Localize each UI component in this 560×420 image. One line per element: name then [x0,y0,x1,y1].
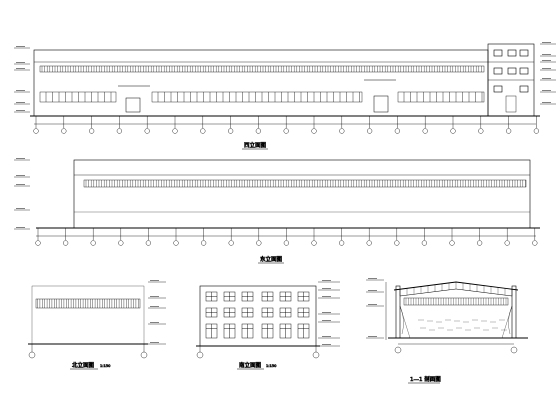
truss-web [399,282,513,296]
north-grid-bubble [28,351,36,359]
south-outline [199,285,317,347]
north-louver-slats [37,299,139,308]
grid-bubble [311,128,317,134]
south-windows [205,291,310,339]
grid-bubble [283,240,290,246]
section-level-marks [366,279,387,340]
east-column-grid [35,228,538,246]
door-canopies [118,79,396,113]
south-level-marks [318,281,340,347]
east-elevation: 东立面图 [14,159,540,264]
grid-bubble [478,128,484,134]
grid-bubble [311,240,317,246]
west-elevation: 西立面图 [14,43,556,150]
section-louver-slats [405,298,507,305]
grid-bubble [200,128,206,134]
east-shed-outline [73,159,531,229]
south-grid-bubble [312,351,320,359]
louver-band [39,65,485,73]
north-elevation: 北立面图 1:150 [28,281,166,370]
grid-bubble [504,240,510,246]
grid-bubble [255,128,262,134]
grid-bubble [339,240,345,246]
grid-bubble [422,128,428,134]
grid-bubble [61,128,67,134]
grid-bubble [144,128,150,134]
right-level-marks [540,43,556,105]
section-grid-bubble [510,346,518,354]
section-grid-bubble [394,346,402,354]
grid-bubble [283,128,289,134]
south-grid-bubble [196,351,204,359]
louver-slats [41,66,482,72]
grid-bubble [228,128,234,134]
lower-window-groups [39,91,485,103]
east-louver-slats [85,180,526,187]
grid-bubble [477,240,483,246]
grid-bubble [116,128,123,134]
office-block [487,43,535,117]
grid-bubble [532,240,538,246]
grid-bubble [449,240,455,246]
grid-bubble [421,240,428,246]
grid-bubble [201,240,207,246]
grid-bubble [339,128,345,134]
north-elevation-scale: 1:150 [100,364,111,368]
left-level-marks [14,47,30,113]
section-left-column [395,285,401,339]
section-1-1: 1—1 剖面图 [366,279,528,384]
shed-outline [33,49,489,117]
section-right-column [511,285,517,339]
grid-bubble [394,240,400,246]
grid-bubble [62,240,69,246]
north-outline [31,285,145,345]
column-grid-bubble [33,116,540,134]
grid-bubble [172,128,178,134]
grid-bubble [367,128,373,134]
east-elevation-title: 东立面图 [260,255,283,263]
grid-bubble [450,128,456,134]
grid-bubble [35,240,41,246]
grid-bubble [506,128,512,134]
grid-bubble [33,128,39,134]
grid-bubble [228,240,234,246]
grid-bubble [90,240,96,246]
grid-bubble [88,128,95,134]
grid-bubble [173,240,179,246]
south-elevation-title: 南立面图 [239,361,262,369]
south-elevation: 南立面图 1:150 [196,281,340,370]
grid-bubble [394,128,401,134]
grid-bubble [256,240,262,246]
annotation-ticks [16,42,551,345]
grid-bubble [118,240,124,246]
north-elevation-title: 北立面图 [72,361,95,369]
section-hatch [418,319,507,331]
south-elevation-scale: 1:150 [266,364,277,368]
grid-bubble [366,240,372,246]
grid-bubble [533,128,540,134]
north-grid-bubble [140,351,148,359]
east-louver-band [83,179,527,188]
section-title: 1—1 剖面图 [410,375,441,383]
grid-bubble [145,240,152,246]
left-level-marks-east [14,159,30,230]
north-level-marks [148,281,166,345]
west-elevation-title: 西立面图 [244,141,267,149]
